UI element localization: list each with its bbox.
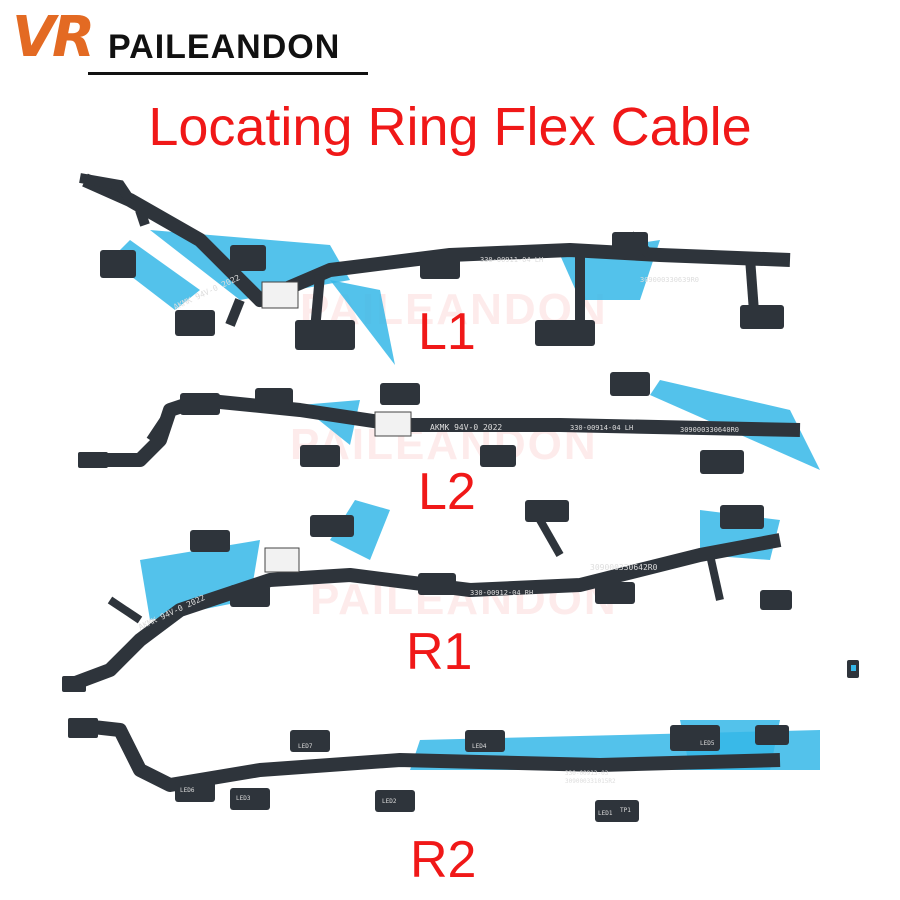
label-r2: R2 bbox=[410, 831, 477, 889]
l2-mark-text: AKMK 94V-0 2022 bbox=[430, 423, 502, 432]
r2-led7-text: LED7 bbox=[298, 743, 313, 750]
r2-led4-text: LED4 bbox=[472, 743, 487, 750]
r2-led3-text: LED3 bbox=[236, 795, 251, 802]
l1-print-text: 330-00911-04 LH bbox=[480, 256, 543, 264]
r2-part-text: 309000331015R2 bbox=[565, 778, 616, 785]
label-r1: R1 bbox=[406, 623, 473, 681]
l2-print-text: 330-00914-04 LH bbox=[570, 424, 633, 432]
logo-underline bbox=[88, 72, 368, 75]
label-l1: L1 bbox=[418, 303, 476, 361]
brand-logo: V R PAILEANDON bbox=[12, 10, 368, 75]
r2-led2-text: LED2 bbox=[382, 798, 397, 805]
page-title: Locating Ring Flex Cable bbox=[148, 97, 752, 157]
r2-print-text: 330-00913-03 bbox=[565, 770, 609, 777]
small-connector-tape bbox=[851, 665, 856, 671]
r2-led1-text: LED1 bbox=[598, 810, 613, 817]
r1-print-text: 330-00912-04 RH bbox=[470, 589, 533, 597]
label-l2: L2 bbox=[418, 463, 476, 521]
r1-part-text: 309000330642R0 bbox=[590, 563, 658, 572]
cable-l1: 330-00911-04 LH 309000330639R0 AKMK 94V-… bbox=[79, 173, 791, 365]
logo-mark: V R bbox=[12, 10, 102, 70]
r2-tp-text: TP1 bbox=[620, 807, 631, 814]
cable-r2: LED6 LED3 LED7 LED2 LED4 LED1 TP1 LED5 3… bbox=[68, 718, 820, 822]
logo-brand-name: PAILEANDON bbox=[108, 28, 341, 66]
r2-led6-text: LED6 bbox=[180, 787, 195, 794]
logo-mark-v: V bbox=[12, 5, 56, 70]
cable-l2: AKMK 94V-0 2022 330-00914-04 LH 30900033… bbox=[78, 372, 820, 474]
l1-part-text: 309000330639R0 bbox=[640, 276, 699, 284]
logo-mark-r: R bbox=[52, 5, 96, 70]
l2-part-text: 309000330640R0 bbox=[680, 426, 739, 434]
r2-led5-text: LED5 bbox=[700, 740, 715, 747]
